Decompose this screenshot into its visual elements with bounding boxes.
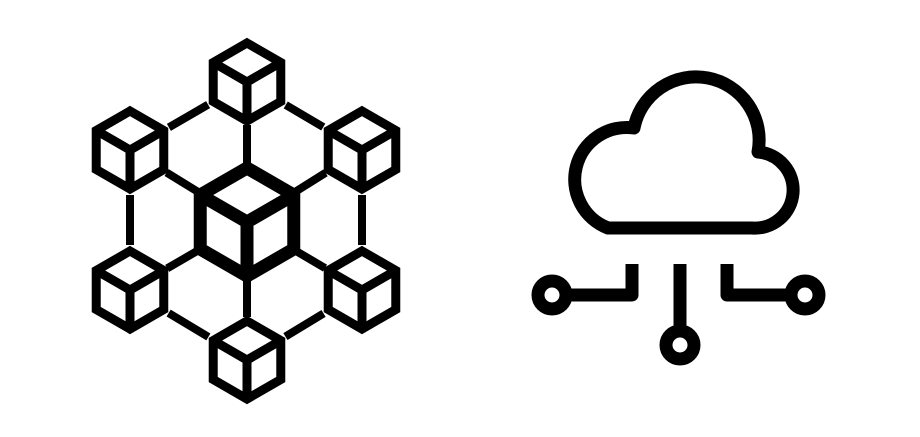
connector-line [166, 101, 211, 131]
cloud-network-icon [531, 70, 826, 366]
circuit-left-line [567, 264, 639, 302]
connector-line [164, 169, 200, 196]
connector-line [283, 309, 326, 341]
connector-line [294, 169, 328, 195]
connector-line [165, 247, 199, 272]
connector-line [294, 248, 328, 272]
circuit-right-line [720, 264, 791, 302]
circuit-right-node [784, 274, 826, 316]
connector-line [283, 101, 326, 131]
circuit-middle-node [659, 324, 701, 366]
blockchain-network-icon [91, 37, 401, 405]
connector-line [166, 309, 211, 341]
cloud-outline [568, 70, 800, 235]
circuit-left-node [531, 274, 573, 316]
